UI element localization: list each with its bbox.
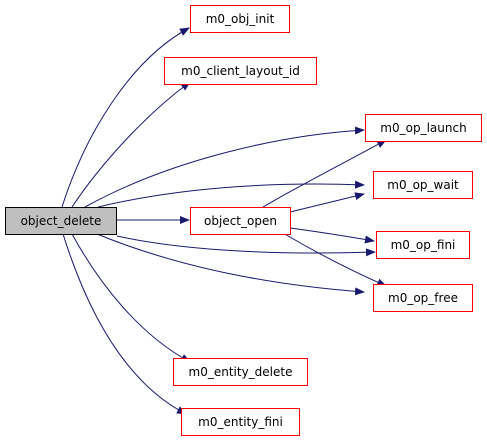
node-box xyxy=(365,114,482,142)
edge-object-open-to-m0-op-fini xyxy=(289,227,375,244)
node-label: m0_entity_delete xyxy=(189,365,293,379)
edge-object-open-to-m0-op-launch xyxy=(262,139,387,208)
edge-object-open-to-m0-op-wait xyxy=(289,192,365,213)
node-box xyxy=(5,207,117,235)
node-m0-obj-init[interactable]: m0_obj_init xyxy=(190,5,290,33)
node-label: m0_obj_init xyxy=(206,12,275,26)
edge-object-delete-to-m0-entity-fini xyxy=(62,233,187,415)
node-object-open[interactable]: object_open xyxy=(190,207,291,235)
node-m0-op-wait[interactable]: m0_op_wait xyxy=(373,171,473,199)
node-m0-client-layout-id[interactable]: m0_client_layout_id xyxy=(164,57,317,85)
edge-object-delete-to-m0-op-fini xyxy=(116,235,376,257)
node-m0-entity-fini[interactable]: m0_entity_fini xyxy=(181,408,300,436)
node-box xyxy=(373,284,473,312)
node-m0-op-free[interactable]: m0_op_free xyxy=(373,284,473,312)
edge-object-delete-to-m0-op-free xyxy=(96,233,365,296)
node-box xyxy=(190,207,291,235)
node-label: m0_op_fini xyxy=(391,238,456,252)
node-label: m0_op_wait xyxy=(387,178,459,192)
edge-object-delete-to-m0-entity-delete xyxy=(71,233,191,363)
node-label: object_open xyxy=(204,214,277,228)
node-label: object_delete xyxy=(21,214,102,228)
node-m0-op-launch[interactable]: m0_op_launch xyxy=(365,114,482,142)
node-box xyxy=(190,5,290,33)
node-label: m0_op_free xyxy=(388,291,458,305)
node-m0-op-fini[interactable]: m0_op_fini xyxy=(376,231,470,259)
edge-object-delete-to-m0-obj-init xyxy=(61,27,190,208)
node-label: m0_entity_fini xyxy=(198,415,283,429)
node-box xyxy=(164,57,317,85)
node-m0-entity-delete[interactable]: m0_entity_delete xyxy=(173,358,308,386)
node-label: m0_client_layout_id xyxy=(181,64,300,78)
node-object-delete[interactable]: object_delete xyxy=(5,207,117,235)
node-box xyxy=(173,358,308,386)
node-box xyxy=(373,171,473,199)
node-box xyxy=(181,408,300,436)
edges xyxy=(61,27,387,415)
node-label: m0_op_launch xyxy=(380,121,466,135)
edge-object-delete-to-m0-op-wait xyxy=(97,180,365,208)
edge-object-delete-to-m0-client-layout-id xyxy=(71,81,191,208)
edge-object-open-to-m0-op-free xyxy=(282,232,387,287)
edge-object-delete-to-m0-op-launch xyxy=(84,126,365,208)
node-box xyxy=(376,231,470,259)
